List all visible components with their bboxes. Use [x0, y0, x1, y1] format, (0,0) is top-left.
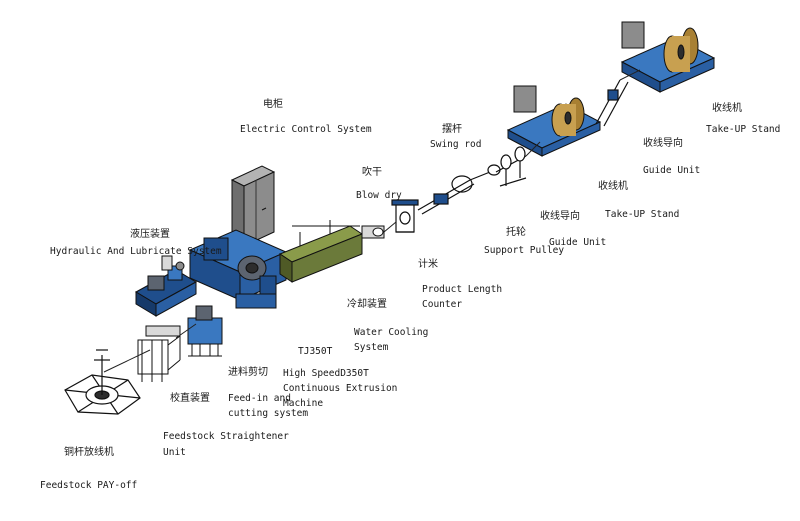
label-counter-en-2: Counter — [422, 299, 463, 310]
extrusion-machine — [188, 229, 288, 309]
label-blow-zh: 吹干 — [362, 167, 382, 178]
blow-dry-unit — [361, 225, 385, 239]
label-payoff-zh: 铜杆放线机 — [64, 447, 114, 458]
hydraulic-unit — [134, 255, 198, 317]
label-feedin-en-2: cutting system — [228, 408, 309, 419]
product-line — [103, 69, 641, 373]
label-guide2-en: Guide Unit — [643, 165, 701, 176]
swing-rod — [417, 164, 501, 215]
label-counter-zh: 计米 — [418, 259, 438, 270]
label-straight-en-2: Unit — [163, 447, 186, 458]
label-swing-en: Swing rod — [430, 139, 482, 150]
label-straight-zh: 校直装置 — [170, 393, 210, 404]
label-swing-zh: 摆杆 — [442, 124, 462, 135]
label-takeup1-en: Take-UP Stand — [605, 209, 680, 220]
payoff-machine — [64, 349, 141, 415]
label-hydraulic-en: Hydraulic And Lubricate System — [50, 246, 222, 257]
label-payoff-en: Feedstock PAY-off — [40, 480, 138, 491]
water-cooling-system — [278, 220, 364, 283]
label-blow-en: Blow dry — [356, 190, 402, 201]
label-counter-en-1: Product Length — [422, 284, 503, 295]
label-extrusion-en-1: High SpeedD350T — [283, 368, 369, 379]
label-guide1-zh: 收线导向 — [540, 211, 580, 222]
guide-unit-1 — [595, 79, 629, 127]
label-hydraulic-zh: 液压装置 — [130, 229, 170, 240]
length-counter — [391, 199, 419, 233]
label-extrusion-en-2: Continuous Extrusion — [283, 383, 398, 394]
label-cooling-en-1: Water Cooling — [354, 327, 429, 338]
support-pulley — [495, 146, 527, 187]
label-support-zh: 托轮 — [506, 227, 526, 238]
label-takeup2-en: Take-UP Stand — [706, 124, 781, 135]
straightener-unit — [137, 325, 181, 382]
label-guide2-zh: 收线导向 — [643, 138, 683, 149]
label-takeup1-zh: 收线机 — [598, 181, 628, 192]
label-tj-model: TJ350T — [298, 346, 333, 357]
label-takeup2-zh: 收线机 — [712, 103, 742, 114]
label-feedin-en-1: Feed-in and — [228, 393, 291, 404]
label-support-en: Support Pulley — [484, 245, 565, 256]
feedin-cutting-unit — [187, 305, 223, 357]
label-cooling-en-2: System — [354, 342, 389, 353]
label-cooling-zh: 冷却装置 — [347, 299, 387, 310]
takeup-stand-1 — [506, 85, 602, 157]
label-guide1-en: Guide Unit — [549, 237, 607, 248]
label-straight-en-1: Feedstock Straightener — [163, 431, 289, 442]
label-feedin-zh: 进料剪切 — [228, 367, 268, 378]
takeup-stand-2 — [620, 21, 716, 93]
label-extrusion-en-3: Machine — [283, 398, 324, 409]
label-electric-en: Electric Control System — [240, 124, 372, 135]
label-electric-zh: 电柜 — [263, 99, 283, 110]
